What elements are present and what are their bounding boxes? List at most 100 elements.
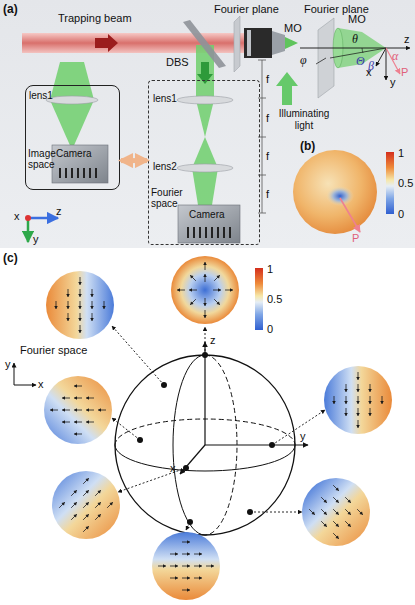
- dichroic-beam-splitter: [183, 20, 226, 68]
- field-arrowhead: [90, 294, 94, 297]
- field-arrowhead: [85, 490, 88, 493]
- green-beam: [50, 62, 94, 150]
- colorbar: [255, 268, 263, 330]
- figure-label: f: [266, 73, 269, 85]
- x-axis: [14, 385, 36, 386]
- field-arrow: [71, 502, 77, 508]
- field-arrowhead: [199, 564, 202, 568]
- field-arrowhead: [177, 288, 180, 292]
- figure-label: MO: [284, 22, 302, 34]
- figure-label: (c): [3, 252, 18, 264]
- field-arrowhead: [102, 306, 106, 309]
- field-arrow: [83, 490, 89, 496]
- colorbar: [386, 152, 394, 214]
- field-arrow: [333, 521, 339, 527]
- focus-cone: [285, 37, 298, 49]
- field-arrowhead: [359, 511, 362, 514]
- field-arrowhead: [356, 401, 360, 404]
- z-axis: [300, 48, 410, 49]
- field-arrowhead: [203, 303, 207, 306]
- field-arrowhead: [78, 306, 82, 309]
- meridian-front: [173, 355, 205, 535]
- field-arrowhead: [85, 526, 88, 529]
- field-arrowhead: [66, 318, 70, 321]
- box-text: Image space: [28, 148, 56, 170]
- field-arrowhead: [218, 288, 221, 292]
- field-arrowhead: [187, 576, 190, 580]
- field-arrowhead: [344, 389, 348, 392]
- field-arrowhead: [62, 420, 65, 424]
- angle-arc: [362, 48, 363, 53]
- figure-label: MO: [348, 13, 366, 25]
- field-arrowhead: [199, 552, 202, 556]
- figure-label: Fourier space: [20, 344, 87, 356]
- field-arrow: [59, 502, 65, 508]
- field-arrowhead: [311, 511, 314, 514]
- y-axis: [205, 444, 308, 445]
- field-arrowhead: [50, 408, 53, 412]
- field-arrowhead: [187, 588, 190, 592]
- field-arrowhead: [85, 514, 88, 517]
- box-text: lens1: [153, 93, 193, 104]
- field-arrowhead: [356, 413, 360, 416]
- equator-front: [115, 445, 295, 471]
- field-arrowhead: [335, 511, 338, 514]
- field-arrowhead: [78, 294, 82, 297]
- figure-label: 0.5: [267, 293, 282, 305]
- objective-tip: [272, 31, 285, 55]
- figure-label: θ: [352, 33, 358, 45]
- figure-label: z: [56, 205, 62, 217]
- field-arrow: [190, 275, 196, 281]
- figure-label: α: [392, 50, 398, 62]
- figure-label: x: [170, 462, 176, 474]
- field-arrowhead: [323, 499, 326, 502]
- field-arrow: [309, 509, 315, 515]
- field-arrowhead: [175, 576, 178, 580]
- box-text: lens2: [153, 161, 193, 172]
- field-arrowhead: [187, 552, 190, 556]
- field-arrowhead: [335, 523, 338, 526]
- radiation-sphere: [293, 150, 377, 234]
- figure-label: P: [401, 66, 408, 78]
- spacing-bracket: [262, 60, 263, 213]
- figure-label: 1: [267, 263, 273, 275]
- figure-label: Θ: [356, 55, 365, 67]
- field-arrowhead: [97, 490, 100, 493]
- panel-background: [0, 0, 415, 248]
- field-arrowhead: [380, 401, 384, 404]
- field-arrowhead: [356, 389, 360, 392]
- field-arrowhead: [368, 389, 372, 392]
- ray-line: [316, 58, 326, 64]
- field-arrowhead: [74, 432, 77, 436]
- x-axis: [376, 48, 386, 66]
- field-arrow: [357, 509, 363, 515]
- figure-label: x: [38, 378, 44, 390]
- figure-label: f: [266, 188, 269, 200]
- figure-label: y: [390, 76, 396, 88]
- field-arrow: [345, 509, 351, 515]
- field-arrowhead: [78, 318, 82, 321]
- field-arrow: [214, 299, 220, 305]
- figure-label: P: [352, 232, 359, 244]
- polarization-maps: [44, 256, 392, 600]
- double-arrow: [121, 158, 147, 163]
- field-arrowhead: [109, 502, 112, 505]
- field-arrow: [214, 275, 220, 281]
- field-arrow: [107, 502, 113, 508]
- figure-label: y: [33, 233, 39, 245]
- objective-body: [244, 28, 272, 58]
- field-arrowhead: [54, 306, 58, 309]
- field-arrow: [333, 509, 339, 515]
- lens-symbol: [177, 96, 233, 104]
- x-axis: [180, 445, 205, 474]
- field-arrowhead: [323, 511, 326, 514]
- field-arrowhead: [335, 487, 338, 490]
- field-arrowhead: [66, 294, 70, 297]
- field-arrow: [321, 521, 327, 527]
- field-arrowhead: [90, 306, 94, 309]
- field-arrowhead: [356, 425, 360, 428]
- field-arrow: [95, 502, 101, 508]
- field-arrow: [190, 299, 196, 305]
- figure-label: x: [366, 66, 372, 78]
- objective-ring: [247, 30, 251, 56]
